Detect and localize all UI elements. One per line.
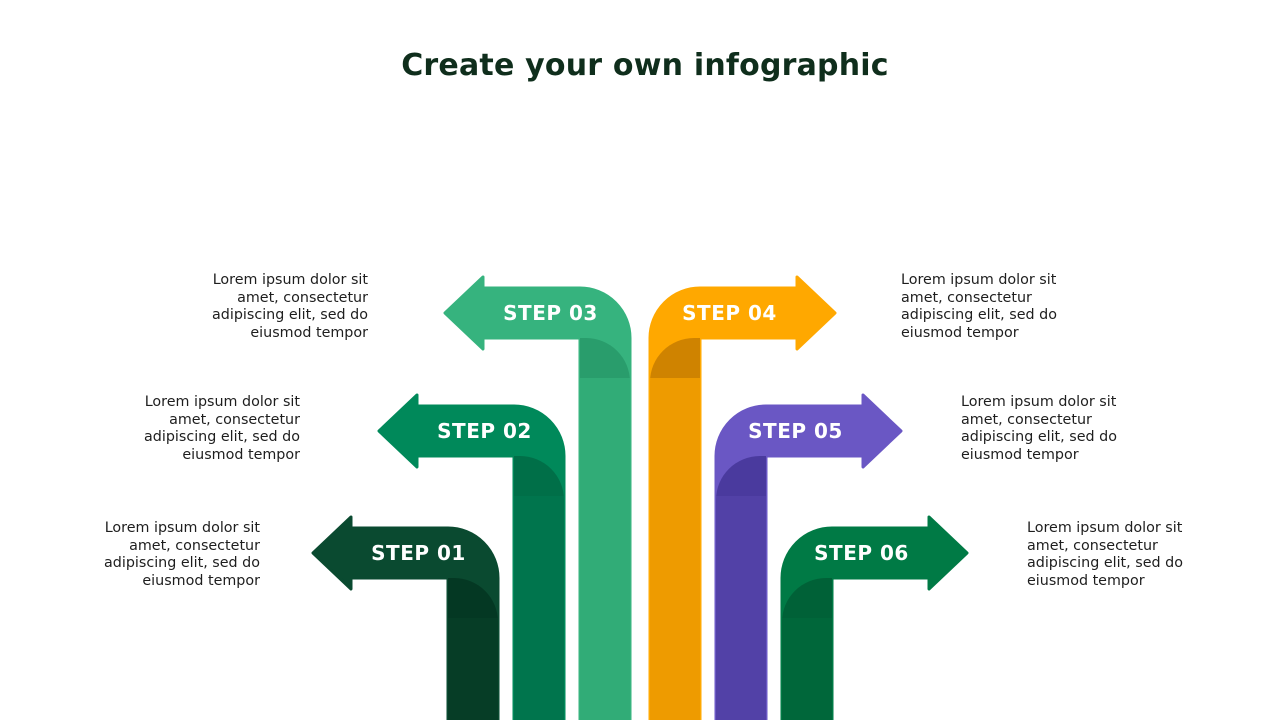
step-05-description: Lorem ipsum dolor sit amet, consectetur …: [961, 394, 1117, 463]
page-title: Create your own infographic: [401, 48, 889, 83]
step-05-label: STEP 05: [748, 419, 843, 443]
step-03-description: Lorem ipsum dolor sit amet, consectetur …: [212, 272, 368, 341]
step-03-stem: [580, 378, 630, 720]
step-01-stem-shade: [448, 578, 498, 720]
step-02-stem: [514, 496, 564, 720]
step-06-stem-shade: [782, 578, 832, 720]
step-06-label: STEP 06: [814, 541, 909, 565]
step-02-stem-shade: [514, 456, 564, 720]
step-01-stem: [448, 618, 498, 720]
step-03-label: STEP 03: [503, 301, 598, 325]
step-04-description: Lorem ipsum dolor sit amet, consectetur …: [901, 272, 1057, 341]
step-05-stem: [716, 496, 766, 720]
step-06-description: Lorem ipsum dolor sit amet, consectetur …: [1027, 520, 1183, 589]
step-06-stem: [782, 618, 832, 720]
step-01-label: STEP 01: [371, 541, 466, 565]
step-02-label: STEP 02: [437, 419, 532, 443]
step-04-stem: [650, 378, 700, 720]
step-04-label: STEP 04: [682, 301, 777, 325]
step-05-stem-shade: [716, 456, 766, 720]
step-02-description: Lorem ipsum dolor sit amet, consectetur …: [144, 394, 300, 463]
step-01-description: Lorem ipsum dolor sit amet, consectetur …: [104, 520, 260, 589]
